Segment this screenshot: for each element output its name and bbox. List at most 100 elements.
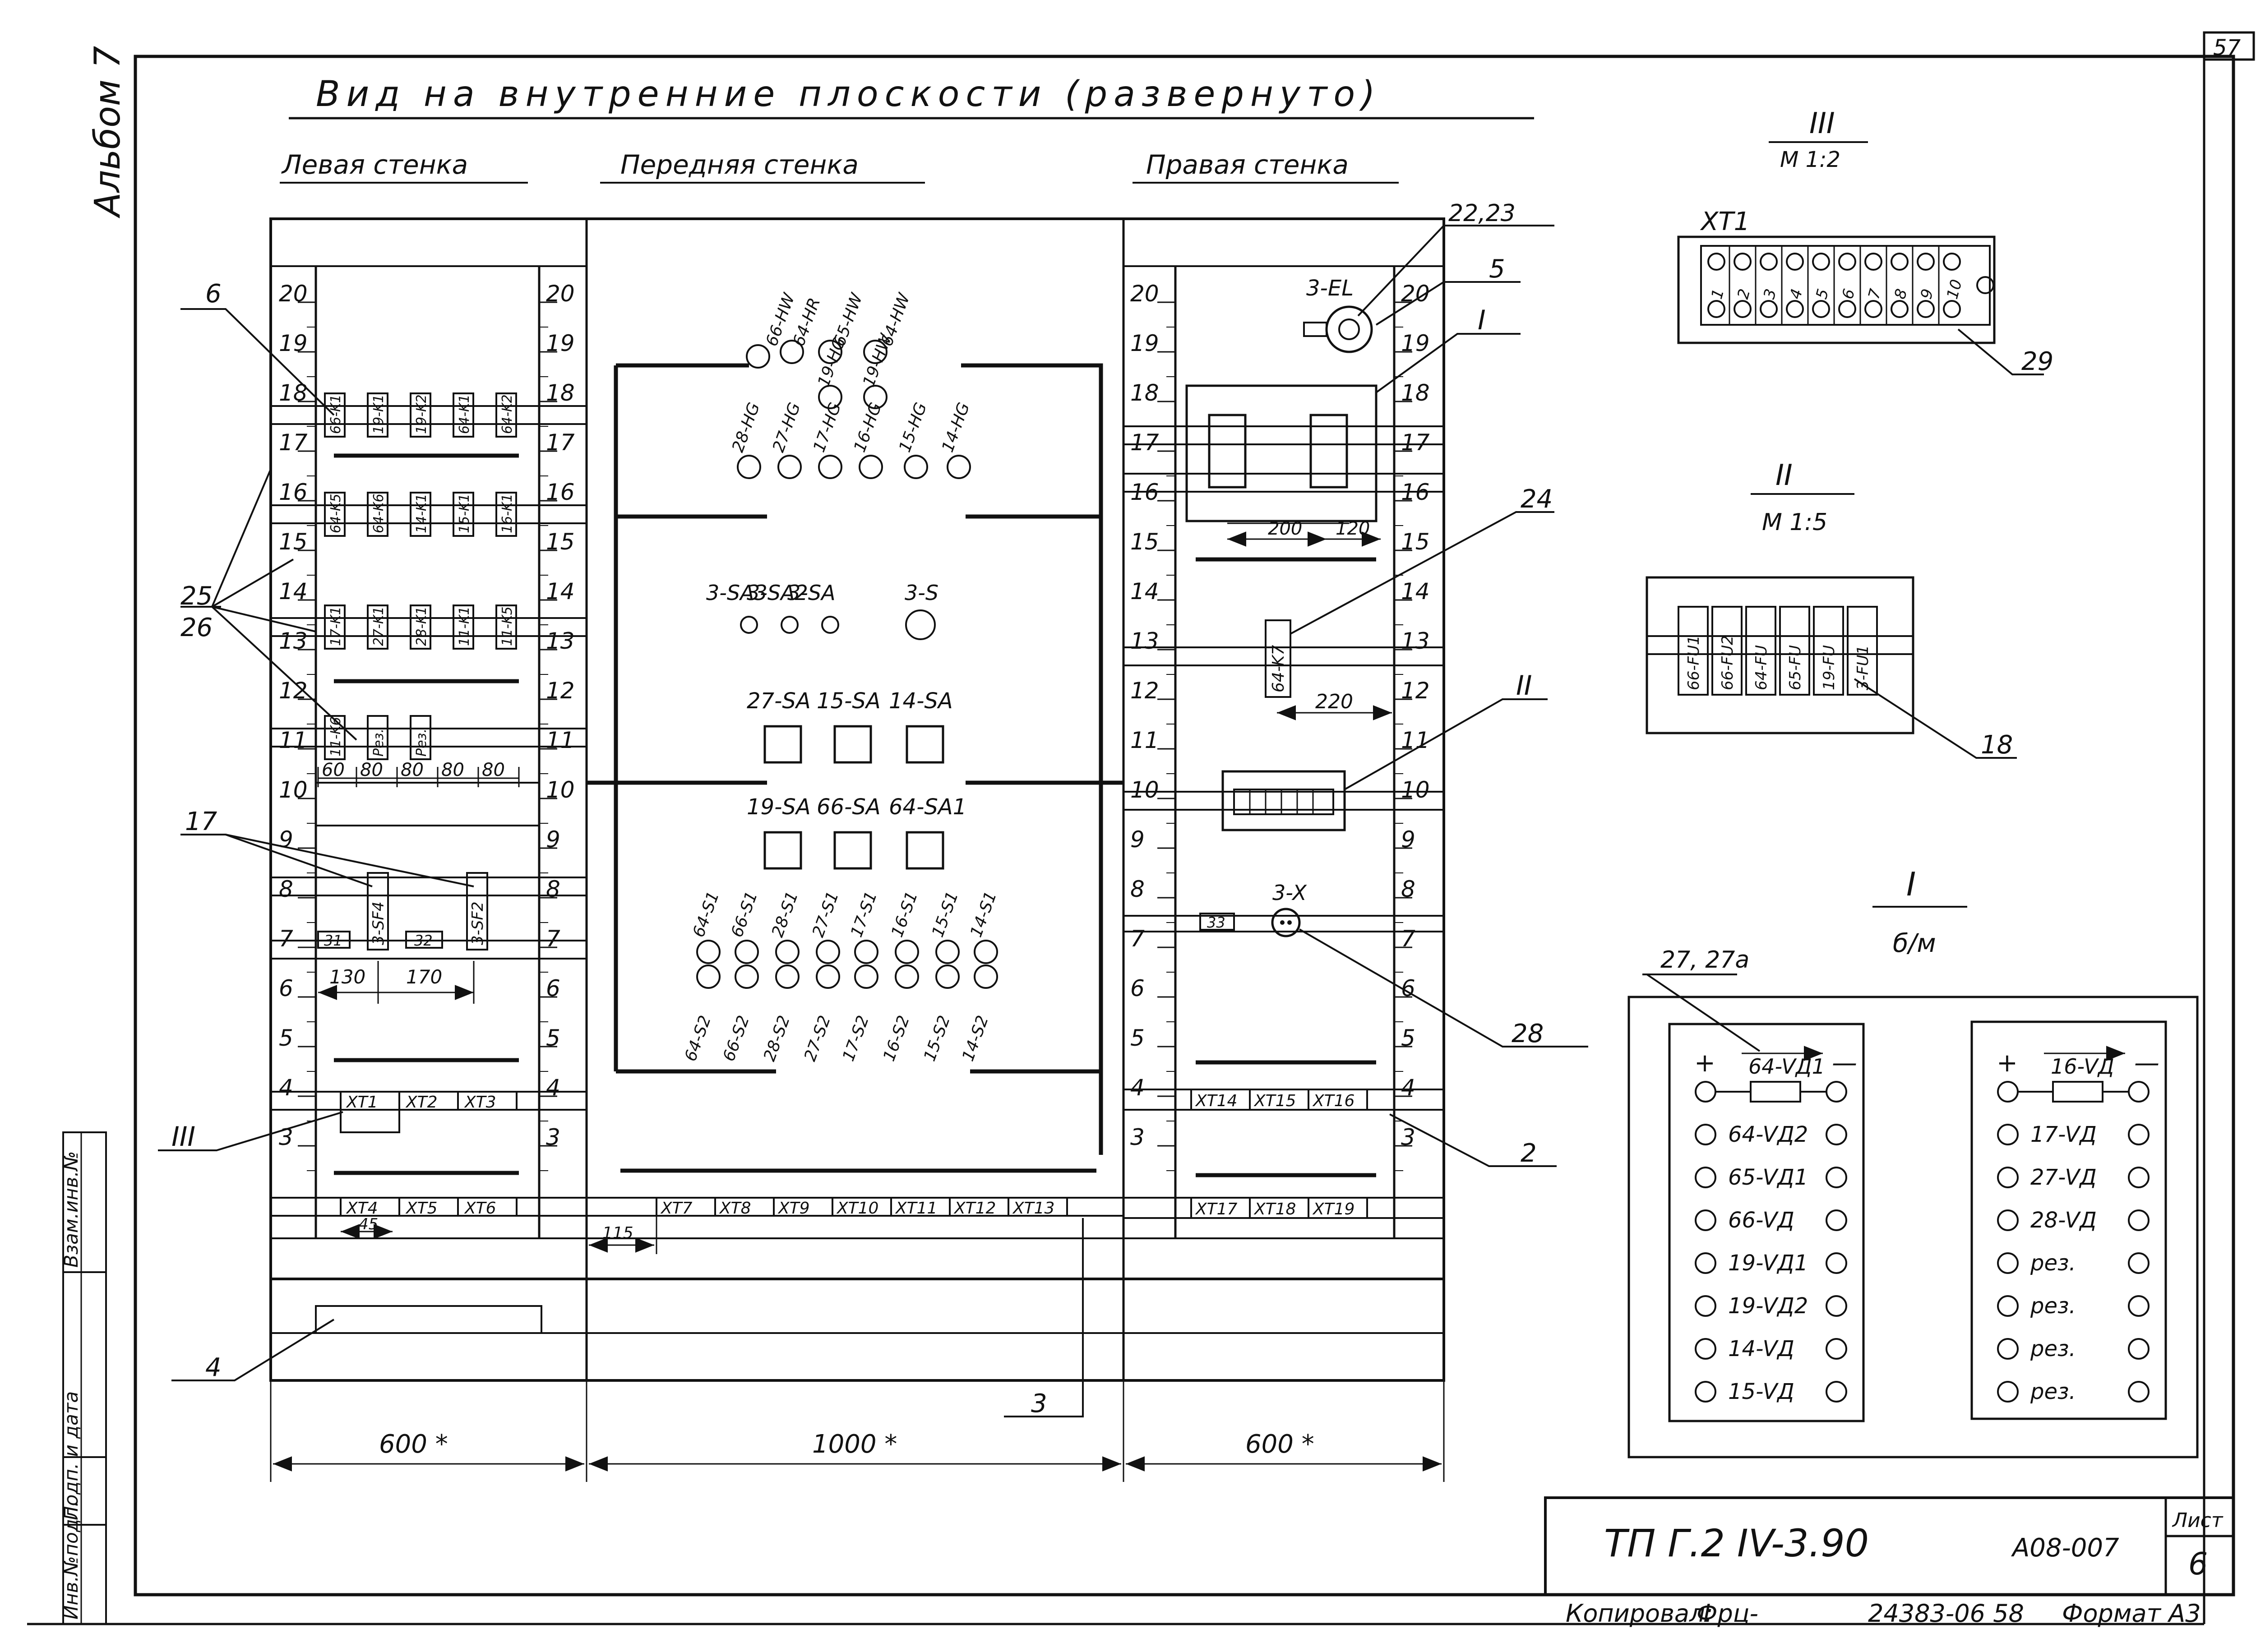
relay-label: 19-K2 bbox=[414, 394, 430, 434]
terminal-screw bbox=[1812, 300, 1830, 318]
row-label: 14 bbox=[279, 578, 308, 605]
lamp-hw bbox=[863, 340, 888, 364]
dim-115: 115 bbox=[602, 1224, 633, 1242]
box-32: 32 bbox=[414, 932, 433, 949]
diode-label: 28-VД bbox=[2030, 1208, 2097, 1233]
dim-1000: 1000 * bbox=[812, 1430, 897, 1459]
relay-label: 11-K1 bbox=[457, 606, 472, 646]
terminal-xt5: XT5 bbox=[405, 1199, 438, 1218]
diode-label: 64-VД2 bbox=[1728, 1122, 1808, 1147]
lamp-hg-label: 14-HG bbox=[938, 400, 973, 455]
button-s2 bbox=[935, 964, 960, 989]
socket-3x: 3-X bbox=[1272, 881, 1307, 905]
fuse-label: 65-FU bbox=[1786, 645, 1804, 690]
relay-label: 17-K1 bbox=[328, 606, 344, 646]
dim-220: 220 bbox=[1315, 690, 1353, 713]
lamp-hg-label: 17-HG bbox=[810, 400, 845, 455]
relay-box bbox=[324, 392, 346, 438]
relay-box bbox=[453, 492, 474, 537]
relay-label: Рез. bbox=[371, 729, 387, 757]
relay-label: 27-K1 bbox=[371, 606, 387, 646]
row-label: 3 bbox=[546, 1124, 560, 1150]
diode-terminal bbox=[1826, 1295, 1847, 1317]
title-doc: А08-007 bbox=[2011, 1533, 2119, 1563]
switch-square bbox=[906, 831, 944, 870]
button-s1-label: 66-S1 bbox=[728, 889, 761, 940]
switch-square bbox=[833, 831, 872, 870]
button-s2 bbox=[974, 964, 998, 989]
row-label: 14 bbox=[1130, 578, 1159, 605]
minus-sign: — bbox=[1832, 1048, 1857, 1078]
diode-terminal bbox=[1997, 1081, 2019, 1103]
switch-square bbox=[763, 831, 802, 870]
callout-24: 24 bbox=[1521, 485, 1553, 514]
diode-terminal bbox=[1695, 1338, 1716, 1360]
relay-box bbox=[324, 605, 346, 650]
callout-4: 4 bbox=[205, 1353, 222, 1382]
diode-terminal bbox=[2128, 1381, 2150, 1403]
terminal-xt14: XT14 bbox=[1195, 1092, 1237, 1110]
dim-45: 45 bbox=[359, 1215, 378, 1233]
callout-28: 28 bbox=[1512, 1019, 1544, 1048]
diode-terminal bbox=[1826, 1252, 1847, 1274]
relay-label: 64-K1 bbox=[457, 394, 472, 434]
cabinet-outline bbox=[269, 217, 1445, 1382]
dim-600-left: 600 * bbox=[379, 1430, 448, 1459]
side-stamp: Инв.№подл. Подп. и дата Взам.инв.№ bbox=[60, 1131, 107, 1625]
diode-label: рез. bbox=[2030, 1336, 2076, 1361]
row-label: 5 bbox=[546, 1025, 560, 1051]
terminal-screw bbox=[1734, 300, 1752, 318]
row-label: 5 bbox=[1130, 1025, 1145, 1051]
diode-terminal bbox=[1997, 1381, 2019, 1403]
row-label: 15 bbox=[1401, 529, 1430, 555]
switch-sa bbox=[740, 616, 758, 634]
terminal-screw bbox=[1812, 253, 1830, 271]
terminal-label: XT9 bbox=[777, 1199, 810, 1218]
relay-box bbox=[410, 492, 431, 537]
row-label: 18 bbox=[546, 380, 575, 406]
row-label: 8 bbox=[1130, 876, 1145, 902]
terminal-xt19: XT19 bbox=[1312, 1200, 1355, 1218]
terminal-screw bbox=[1786, 253, 1804, 271]
row-label: 10 bbox=[546, 777, 575, 803]
lamp-hw-label: 19-HG bbox=[814, 335, 849, 389]
relay-box bbox=[495, 605, 517, 650]
diode-label: 65-VД1 bbox=[1728, 1165, 1808, 1190]
diode-label: 16-VД bbox=[2051, 1054, 2114, 1079]
switch-label: 15-SA bbox=[817, 688, 881, 714]
row-label: 4 bbox=[279, 1075, 293, 1101]
row-label: 19 bbox=[279, 330, 308, 356]
stamp-inv: Инв.№подл. bbox=[60, 1501, 82, 1620]
diode-label: 64-VД1 bbox=[1748, 1054, 1825, 1079]
terminal-screw bbox=[1943, 300, 1961, 318]
diode-terminal bbox=[2128, 1252, 2150, 1274]
button-s1 bbox=[974, 940, 998, 964]
row-label: 11 bbox=[279, 727, 308, 753]
relay-label: 14-K1 bbox=[414, 494, 430, 533]
box-33: 33 bbox=[1207, 914, 1225, 931]
relay-label: 16-K1 bbox=[499, 494, 515, 533]
fuse-label: 66-FU1 bbox=[1685, 635, 1703, 690]
album-label: Альбом 7 bbox=[88, 46, 128, 219]
row-label: 13 bbox=[546, 628, 575, 654]
relay-label: 11-K5 bbox=[499, 606, 515, 646]
callout-labels: 6 25 26 17 III 4 3 22,23 5 I 24 II 28 2 bbox=[171, 200, 1553, 1418]
main-title: Вид на внутренние плоскости (развернуто) bbox=[316, 74, 1382, 115]
rail-ticks bbox=[298, 301, 1412, 1171]
title-block: ТП Г.2 IV-3.90 А08-007 Лист 6 bbox=[1544, 1496, 2235, 1596]
diode-symbol bbox=[1750, 1081, 1801, 1103]
diode-terminal bbox=[2128, 1338, 2150, 1360]
terminal-xt2: XT2 bbox=[405, 1093, 438, 1112]
terminal-screw bbox=[1838, 253, 1856, 271]
row-label: 19 bbox=[1401, 330, 1430, 356]
button-s1-label: 28-S1 bbox=[768, 889, 802, 940]
row-label: 13 bbox=[1130, 628, 1159, 654]
diode-terminal bbox=[1695, 1167, 1716, 1188]
callout-2: 2 bbox=[1521, 1139, 1537, 1168]
callout-3: 3 bbox=[1031, 1389, 1047, 1418]
relay-64k7: 64-K7 bbox=[1269, 645, 1288, 692]
